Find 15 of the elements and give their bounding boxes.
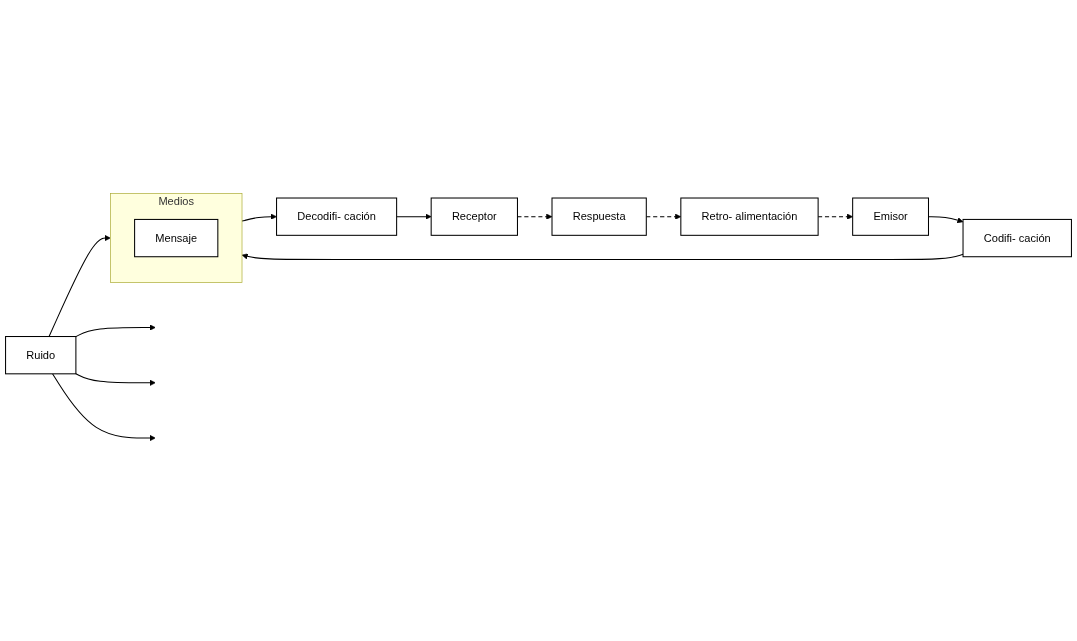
arrow — [241, 213, 277, 222]
node-box: Receptor — [430, 197, 518, 236]
arrow — [52, 372, 156, 441]
node-box: Decodifi- cación — [276, 197, 398, 236]
arrow — [75, 372, 156, 386]
node-box: Retro- alimentación — [680, 197, 819, 236]
arrow — [396, 213, 432, 220]
node-box: Emisor — [852, 197, 929, 236]
arrow — [241, 253, 964, 260]
node-box: Mensaje — [134, 218, 219, 257]
arrow — [75, 324, 156, 337]
arrow — [48, 234, 111, 337]
node-box: Respuesta — [551, 197, 647, 236]
node-box: Codifi- cación — [962, 218, 1072, 257]
node-box: Ruido — [5, 335, 77, 374]
